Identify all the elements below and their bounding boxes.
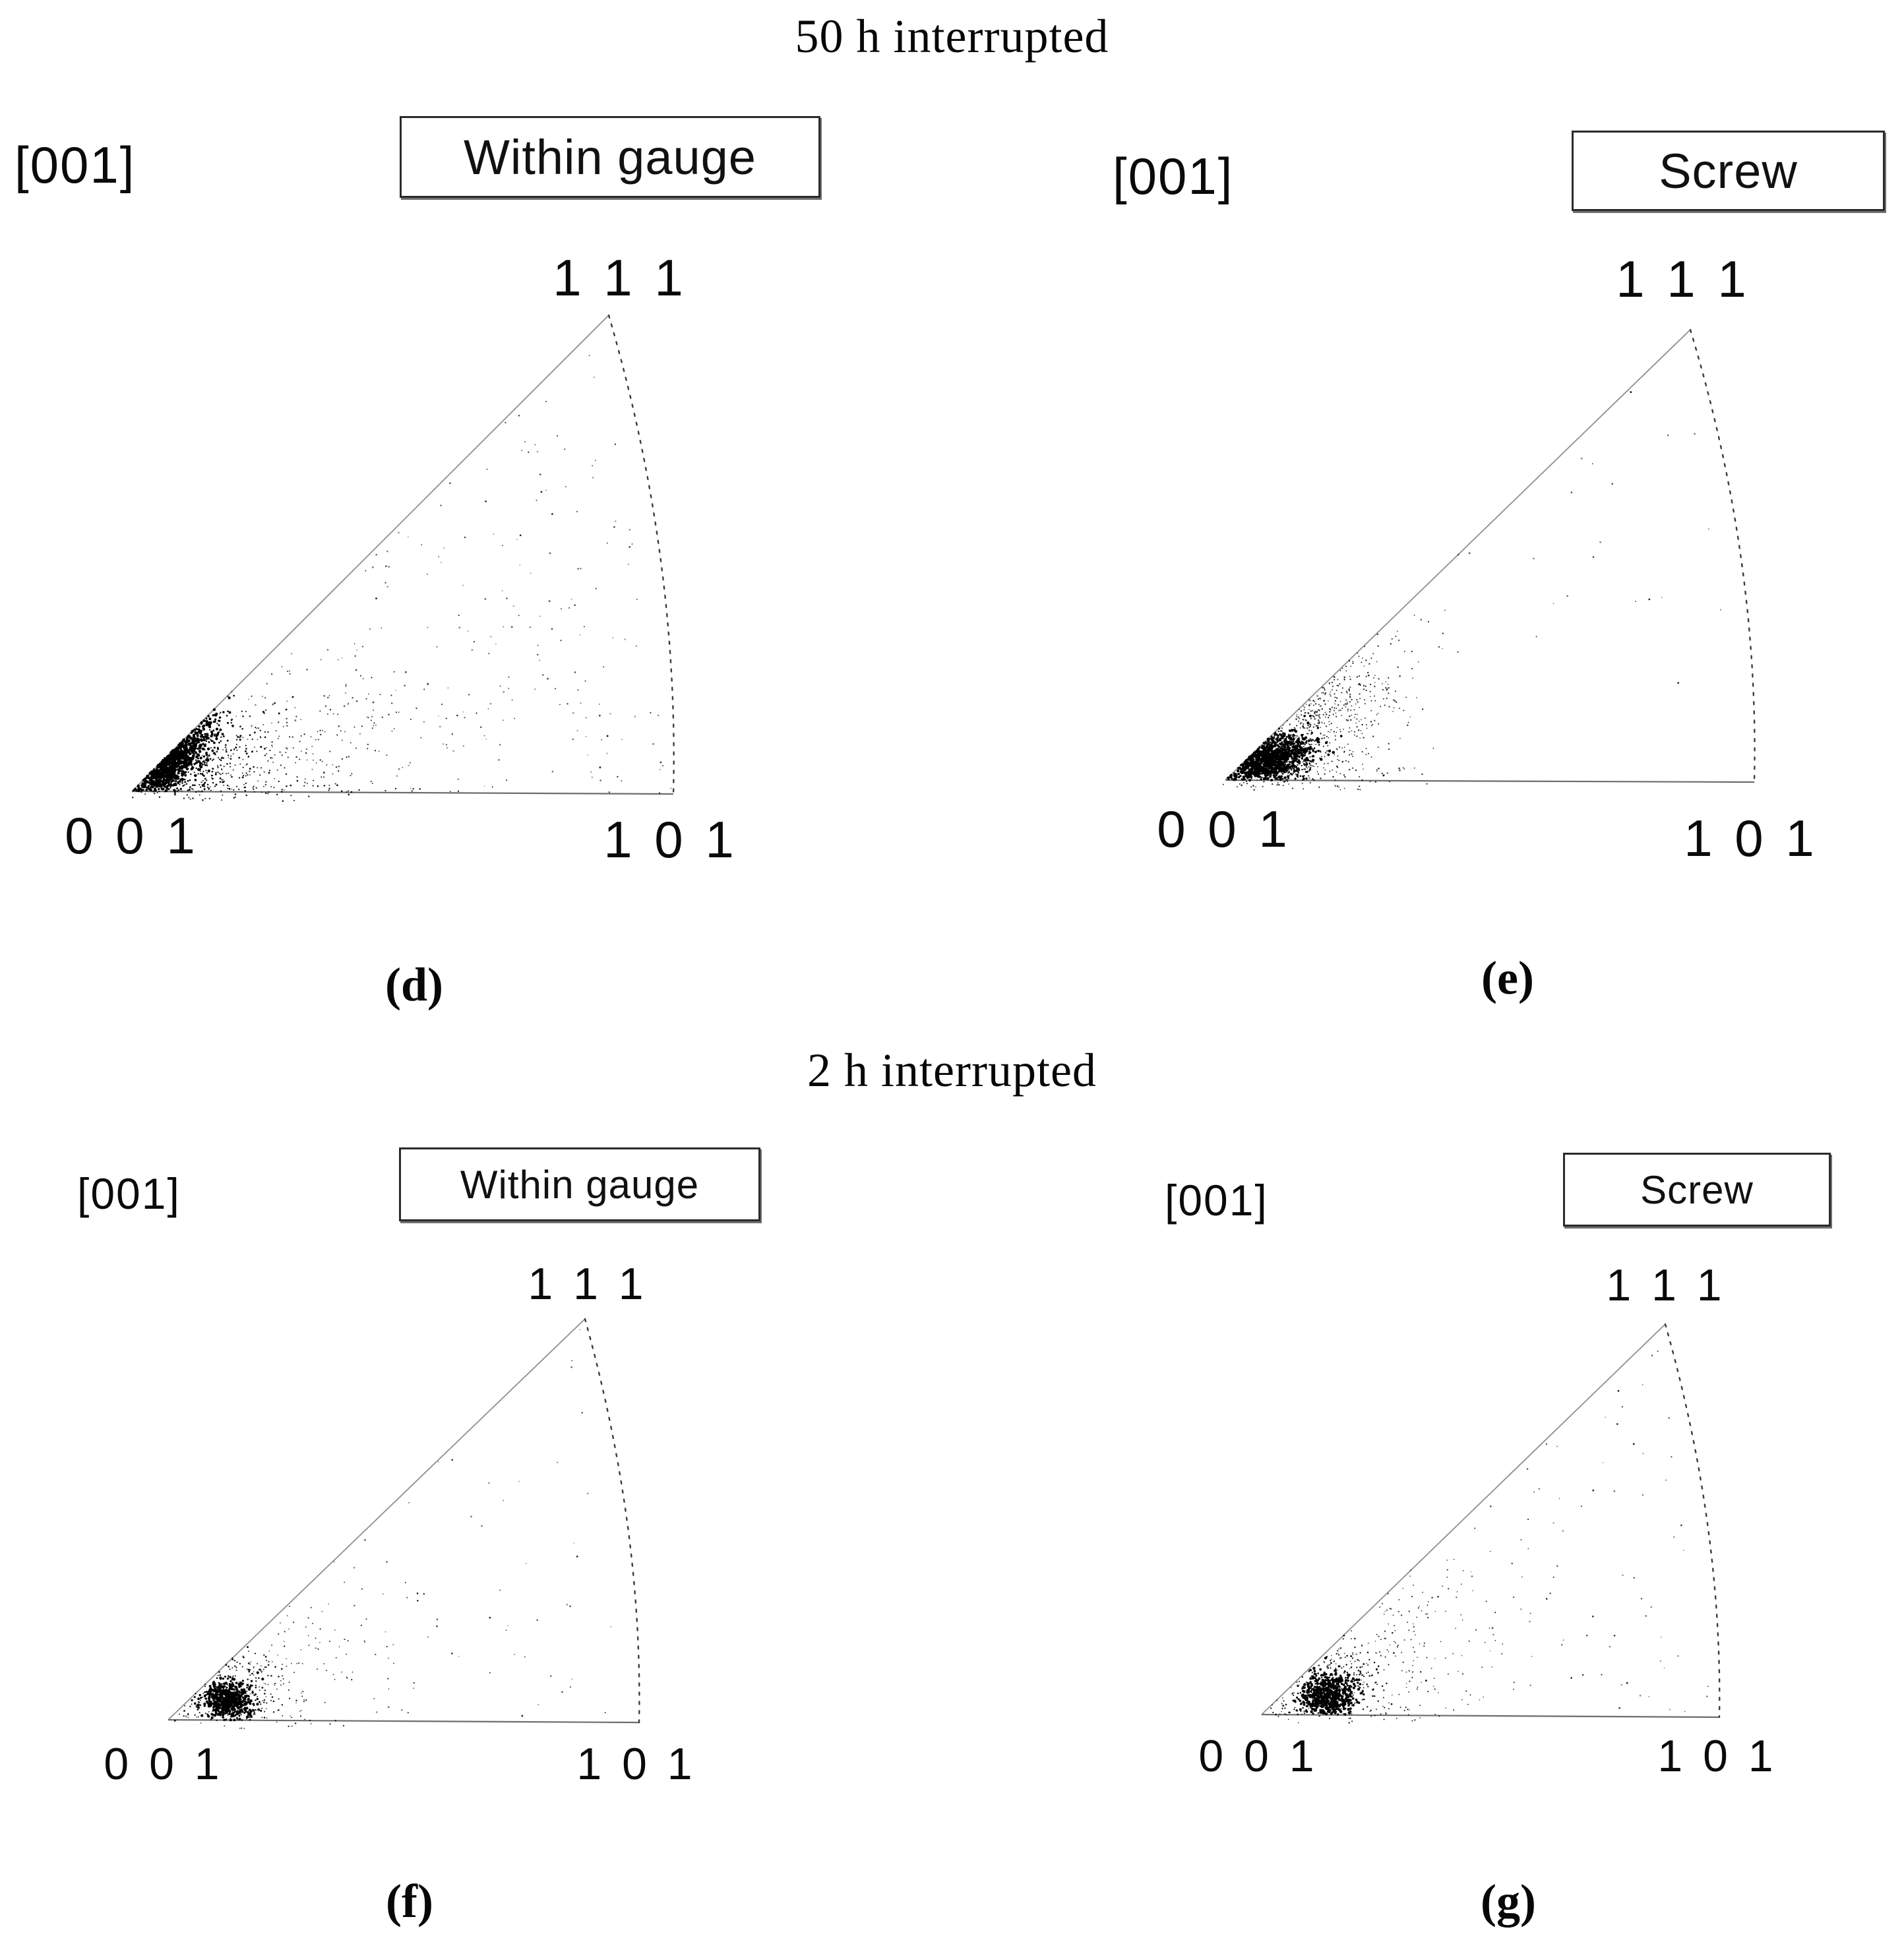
panel-f-axis-label: [001]: [77, 1169, 181, 1218]
panel-f-caption: (f): [386, 1875, 433, 1928]
panel-e-legend-box: Screw: [1572, 131, 1885, 211]
panel-e-axis-label: [001]: [1113, 147, 1234, 205]
panel-e-corner-001: 0 0 1: [1157, 800, 1291, 858]
panel-f-legend-label: Within gauge: [460, 1162, 700, 1207]
panel-g-axis-label: [001]: [1165, 1176, 1268, 1225]
panel-g-corner-101: 1 0 1: [1657, 1731, 1777, 1781]
panel-e-legend-label: Screw: [1659, 143, 1798, 198]
panel-d-legend-label: Within gauge: [464, 129, 756, 185]
panel-f-corner-001: 0 0 1: [104, 1739, 224, 1789]
panel-f-legend-box: Within gauge: [399, 1147, 760, 1221]
panel-e-corner-111: 1 1 1: [1616, 250, 1750, 308]
panel-g-corner-001: 0 0 1: [1198, 1731, 1318, 1781]
row2-title: 2 h interrupted: [807, 1044, 1097, 1097]
panel-e-caption: (e): [1481, 952, 1534, 1004]
panel-d-corner-001: 0 0 1: [65, 807, 199, 865]
panel-e-corner-101: 1 0 1: [1684, 809, 1818, 867]
panel-d-corner-101: 1 0 1: [603, 810, 738, 868]
panel-d-corner-111: 1 1 1: [553, 249, 687, 307]
panel-g-caption: (g): [1481, 1875, 1536, 1928]
panel-g-legend-box: Screw: [1563, 1153, 1831, 1227]
panel-d-axis-label: [001]: [15, 136, 136, 194]
row1-title: 50 h interrupted: [795, 10, 1109, 63]
panel-d-legend-box: Within gauge: [400, 116, 820, 198]
panel-g-legend-label: Screw: [1640, 1167, 1754, 1212]
panel-g-corner-111: 1 1 1: [1606, 1260, 1726, 1310]
panel-f-corner-111: 1 1 1: [528, 1259, 648, 1309]
panel-d-caption: (d): [385, 958, 443, 1011]
panel-f-corner-101: 1 0 1: [576, 1739, 696, 1789]
